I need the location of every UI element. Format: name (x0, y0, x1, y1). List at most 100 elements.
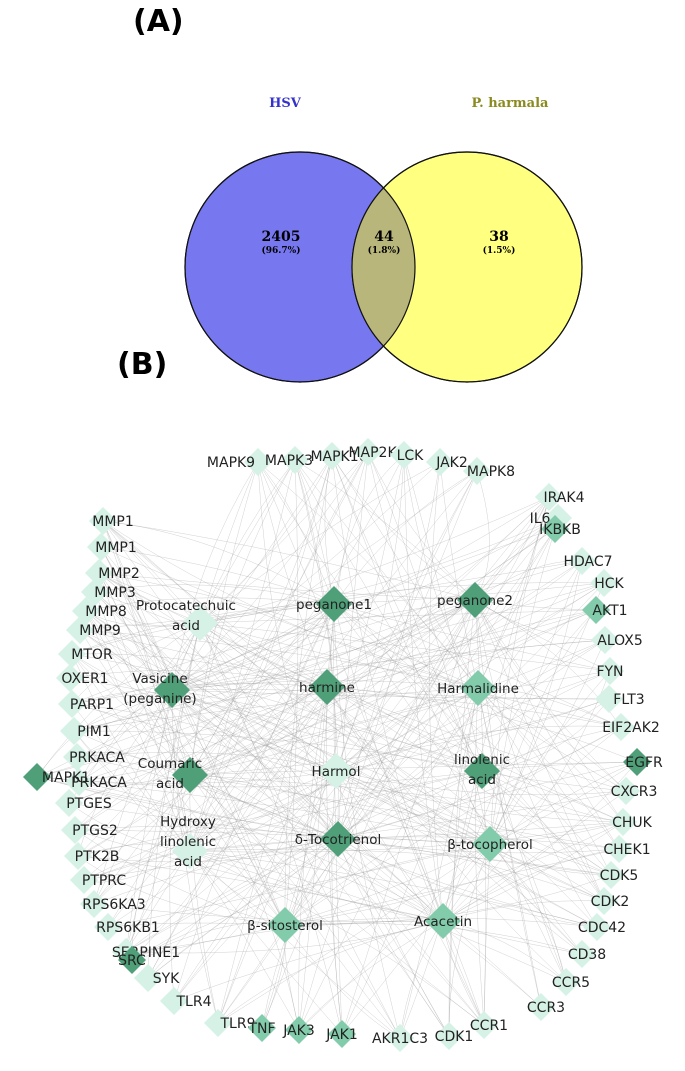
target-node-label: CHEK1 (603, 842, 650, 858)
network-edge (78, 781, 491, 845)
network-edge (36, 599, 476, 778)
target-node: EIF2AK2 (602, 713, 660, 741)
target-node-label: ALOX5 (597, 633, 643, 649)
network-edge (189, 848, 612, 876)
network-edge (107, 843, 491, 928)
target-node-label: MMP1 (92, 514, 134, 530)
network-edge (171, 689, 450, 1037)
network-edge (217, 924, 286, 1024)
network-edge (189, 790, 627, 852)
compound-node-label: β-sitosterol (247, 918, 323, 934)
network-edge (331, 455, 483, 772)
target-node-label: LCK (397, 448, 425, 464)
network-edge (189, 496, 550, 852)
network-edge (171, 461, 441, 691)
network-edge (189, 761, 638, 776)
target-node: TLR4 (160, 987, 212, 1015)
network-edge (481, 726, 622, 772)
network-edge (74, 829, 444, 922)
network-edge (98, 572, 491, 845)
network-edge (78, 687, 479, 783)
network-edge (98, 572, 328, 688)
network-edge (477, 687, 605, 902)
network-edge (337, 838, 598, 928)
network-edge (217, 770, 337, 1024)
network-edge (107, 922, 286, 928)
network-edge (173, 770, 337, 1002)
target-node-label: SRC (118, 953, 146, 969)
network-edge (481, 770, 624, 823)
target-node-diamond (66, 616, 94, 644)
network-edge (335, 770, 624, 823)
target-node: CDK5 (597, 861, 638, 889)
network-edge (333, 603, 611, 672)
network-edge (102, 520, 328, 688)
network-edge (257, 461, 335, 605)
target-node: MTOR (58, 640, 113, 668)
network-edge (171, 689, 624, 823)
network-edge (333, 603, 627, 792)
network-edge (83, 599, 476, 881)
network-edge (74, 689, 173, 831)
network-edge (125, 924, 286, 953)
compound-node-label: Acacetin (414, 914, 472, 930)
compound-node-label: acid (156, 776, 184, 792)
network-edge (257, 461, 339, 840)
compound-node-label: peganone2 (437, 593, 513, 609)
compound-node: β-tocopherol (447, 826, 533, 862)
network-edge (98, 572, 191, 776)
network-edge (326, 582, 605, 688)
target-node-label: EIF2AK2 (602, 720, 660, 736)
target-node: RPS6KA3 (80, 890, 146, 918)
target-node-label: MAPK10 (310, 449, 367, 465)
network-edge (83, 770, 337, 881)
network-edge (131, 687, 479, 961)
network-edge (474, 687, 485, 1026)
network-edge (189, 582, 605, 776)
compound-node-diamond (172, 757, 208, 793)
network-edge (171, 496, 550, 691)
network-edge (429, 461, 444, 922)
network-edge (79, 629, 491, 845)
network-edge (171, 582, 605, 691)
network-edge (189, 470, 478, 852)
compound-node-label: Vasicine (132, 671, 187, 687)
compound-node: β-sitosterol (247, 907, 323, 943)
target-node: ALOX5 (591, 626, 643, 654)
network-edge (107, 686, 328, 928)
network-edge (169, 622, 201, 1002)
compound-node-label: Coumaric (138, 756, 202, 772)
network-edge (335, 470, 478, 772)
network-edge (171, 451, 369, 691)
compound-node-diamond (460, 670, 496, 706)
target-node-label: JAK2 (435, 455, 468, 471)
target-node: MMP2 (85, 559, 140, 587)
target-node-label: RPS6KB1 (96, 920, 160, 936)
network-edge (189, 528, 556, 852)
network-edge (102, 520, 286, 926)
venn-percent-p-harmala-only: (1.5%) (483, 245, 516, 256)
network-edge (333, 603, 401, 1039)
network-edge (333, 603, 567, 983)
venn-diagram: HSV P. harmala 2405 (96.7%) 44 (1.8%) 38… (184, 96, 583, 383)
compound-node-label: β-tocopherol (447, 837, 532, 853)
target-node-label: CCR1 (470, 1018, 508, 1034)
network-edge (94, 584, 335, 605)
network-edge (71, 703, 337, 772)
target-node-label: CXCR3 (611, 784, 658, 800)
target-node: MAPK9 (207, 448, 272, 476)
network-edge (298, 843, 491, 1031)
compound-node-label: (peganine) (123, 691, 196, 707)
target-node-diamond (70, 866, 98, 894)
network-edge (474, 599, 611, 672)
network-edge (98, 572, 173, 691)
network-edge (341, 843, 491, 1035)
target-node-diamond (591, 626, 619, 654)
target-node-label: CCR3 (527, 1000, 565, 1016)
network-edge (341, 687, 479, 1035)
network-edge (93, 622, 201, 905)
target-node-diamond (85, 559, 113, 587)
target-node-diamond (87, 533, 115, 561)
